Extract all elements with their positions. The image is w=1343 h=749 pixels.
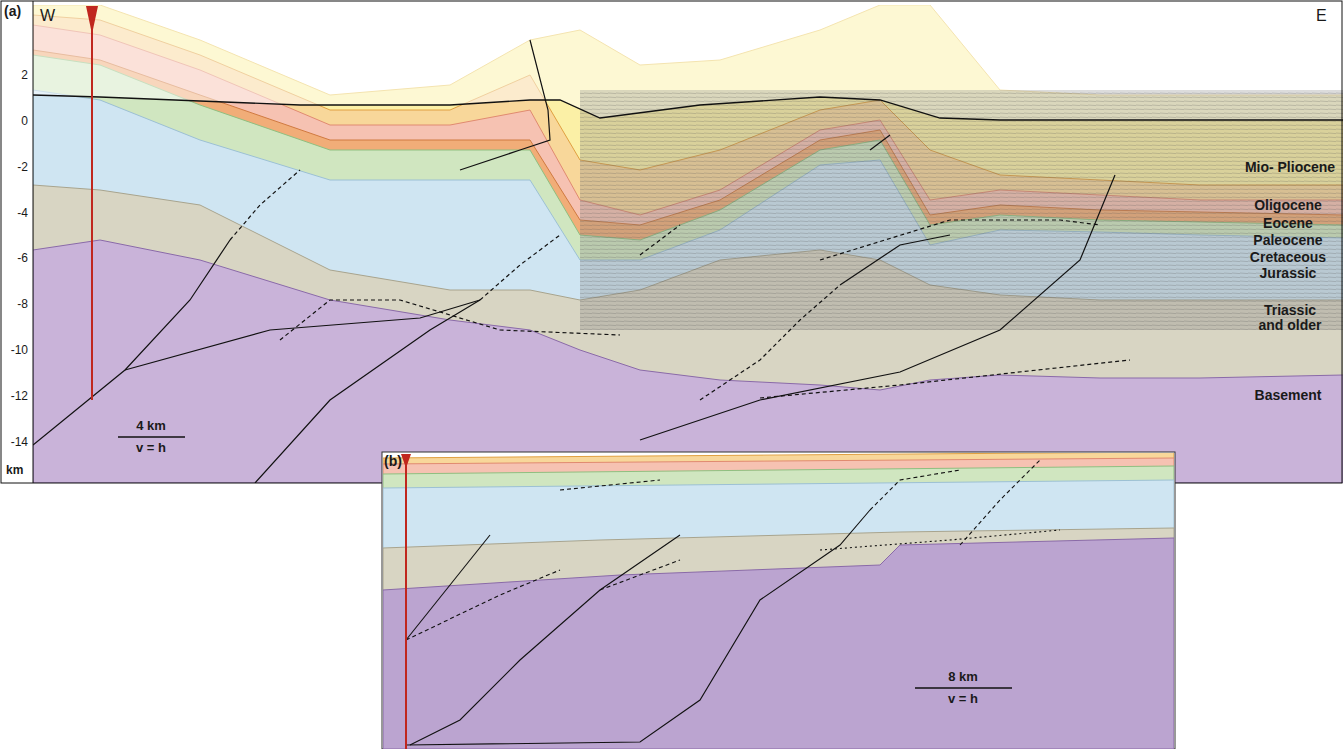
axis-label: -12 bbox=[2, 390, 28, 403]
formation-label: Eocene bbox=[1236, 216, 1340, 231]
well bbox=[91, 8, 93, 400]
formation-label: Oligocene bbox=[1236, 198, 1340, 213]
well-arrow bbox=[86, 6, 98, 34]
section-label: (b) bbox=[384, 454, 410, 469]
formation-label: Cretaceous bbox=[1236, 250, 1340, 265]
mio-pliocene-layer bbox=[33, 5, 1343, 483]
axis-label: 0 bbox=[2, 115, 28, 128]
section-label: W bbox=[40, 8, 60, 25]
axis-label: -4 bbox=[2, 207, 28, 220]
section-label: 8 km bbox=[923, 670, 1003, 684]
section-label: E bbox=[1316, 8, 1336, 25]
scale-bar bbox=[118, 436, 185, 438]
sky bbox=[33, 5, 1343, 483]
axis-label: -8 bbox=[2, 298, 28, 311]
section-a bbox=[33, 5, 1343, 483]
section-label: v = h bbox=[923, 692, 1003, 706]
section-label: 4 km bbox=[111, 419, 191, 433]
seismic-panel bbox=[580, 90, 1343, 330]
axis-label: km bbox=[6, 464, 30, 477]
formation-label: Jurassic bbox=[1236, 266, 1340, 281]
axis-label: -14 bbox=[2, 436, 28, 449]
axis-label: -2 bbox=[2, 161, 28, 174]
paleocene-layer bbox=[33, 50, 1343, 483]
formation-label: Paleocene bbox=[1236, 233, 1340, 248]
faults bbox=[33, 40, 1130, 483]
section-label: (a) bbox=[4, 4, 30, 19]
jurassic-layer bbox=[33, 90, 1343, 483]
topography bbox=[33, 95, 1343, 120]
formation-label: Triassic and older bbox=[1250, 303, 1330, 332]
section-label: v = h bbox=[111, 441, 191, 455]
formation-label: Mio- Pliocene bbox=[1240, 160, 1340, 175]
section-b bbox=[382, 452, 1175, 749]
axis-label: -10 bbox=[2, 344, 28, 357]
axis-label: -6 bbox=[2, 252, 28, 265]
axis-label: 2 bbox=[2, 69, 28, 82]
axis bbox=[1, 1, 1342, 483]
cretaceous-layer bbox=[33, 55, 1343, 483]
formation-label: Basement bbox=[1236, 388, 1340, 403]
seismic-reflectors bbox=[580, 90, 1343, 330]
